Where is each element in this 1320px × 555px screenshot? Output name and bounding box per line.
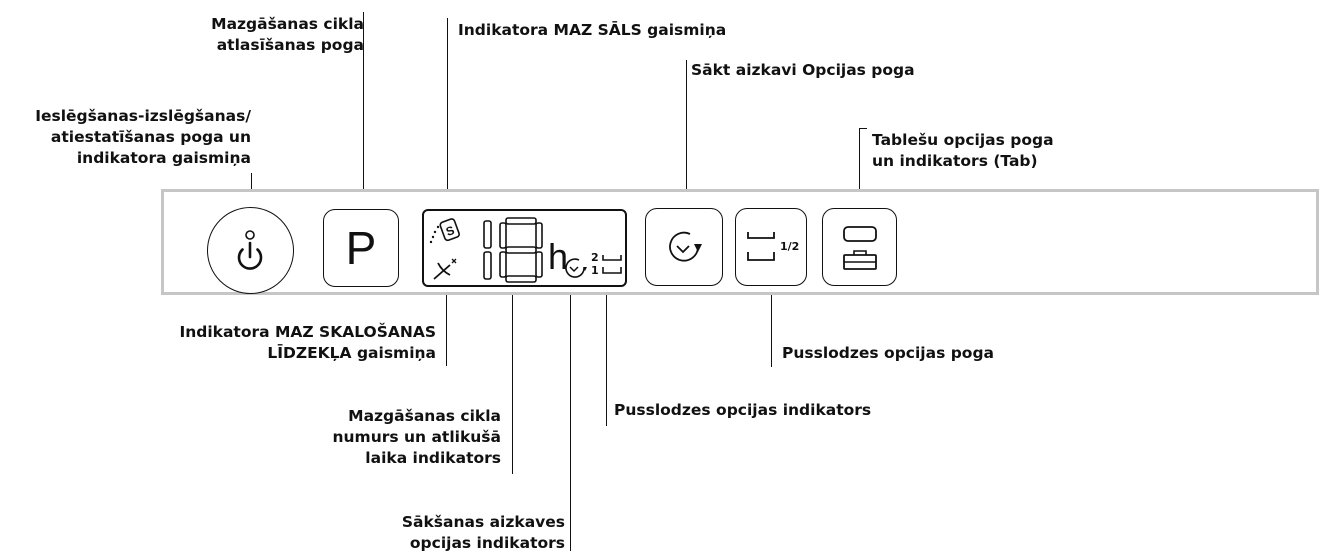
half-load-fraction: 1/2 xyxy=(780,240,800,253)
half-load-button[interactable]: 1/2 xyxy=(735,208,807,286)
leader-half-load-indicator xyxy=(606,282,608,426)
load-level-upper: 2 xyxy=(591,251,599,264)
leader-salt xyxy=(447,18,449,218)
leader-delay-indicator xyxy=(570,280,572,551)
display-panel: S h 2 1 xyxy=(422,209,627,287)
rinse-aid-label: Indikatora MAZ SKALOŠANAS LĪDZEKĻA gaism… xyxy=(179,323,436,362)
power-button-label: Ieslēgšanas-izslēgšanas/ atiestatīšanas … xyxy=(35,107,251,167)
tablet-option-label: Tablešu opcijas poga un indikators (Tab) xyxy=(872,131,1054,170)
delay-button-label: Sākt aizkavi Opcijas poga xyxy=(691,61,915,79)
program-button[interactable]: P xyxy=(323,209,399,287)
leader-rinse-aid xyxy=(446,262,448,366)
delay-indicator-label: Sākšanas aizkaves opcijas indikators xyxy=(401,513,565,552)
rinse-aid-icon xyxy=(433,258,457,280)
leader-tablet-v xyxy=(859,128,861,208)
half-load-icon xyxy=(747,232,775,261)
leader-delay-button xyxy=(686,60,688,207)
seven-segment-digits xyxy=(483,217,543,283)
salt-icon: S xyxy=(429,218,460,244)
half-load-indicator-label: Pusslodzes opcijas indikators xyxy=(614,401,872,419)
power-button[interactable] xyxy=(207,207,294,294)
delay-clock-icon xyxy=(669,231,702,262)
load-level-lower: 1 xyxy=(591,264,599,277)
half-load-indicator-icon xyxy=(602,255,622,274)
delay-clock-icon xyxy=(565,258,587,278)
power-icon xyxy=(237,230,263,270)
tablet-icon xyxy=(843,226,877,270)
svg-text:S: S xyxy=(444,223,456,239)
cycle-number-indicator-label: Mazgāšanas cikla numurs un atlikušā laik… xyxy=(332,407,501,467)
hours-unit: h xyxy=(548,236,569,277)
leader-cycle-indicator xyxy=(512,282,514,474)
leader-program xyxy=(363,12,365,210)
program-button-label: Mazgāšanas cikla atlasīšanas poga xyxy=(211,15,364,54)
low-salt-label: Indikatora MAZ SĀLS gaismiņa xyxy=(458,21,727,39)
leader-tablet-h xyxy=(859,128,867,130)
tablet-option-button[interactable] xyxy=(822,208,897,286)
program-button-letter: P xyxy=(345,222,377,274)
delay-start-button[interactable] xyxy=(645,208,723,286)
half-load-button-label: Pusslodzes opcijas poga xyxy=(782,344,994,362)
leader-half-load-button xyxy=(771,289,773,367)
